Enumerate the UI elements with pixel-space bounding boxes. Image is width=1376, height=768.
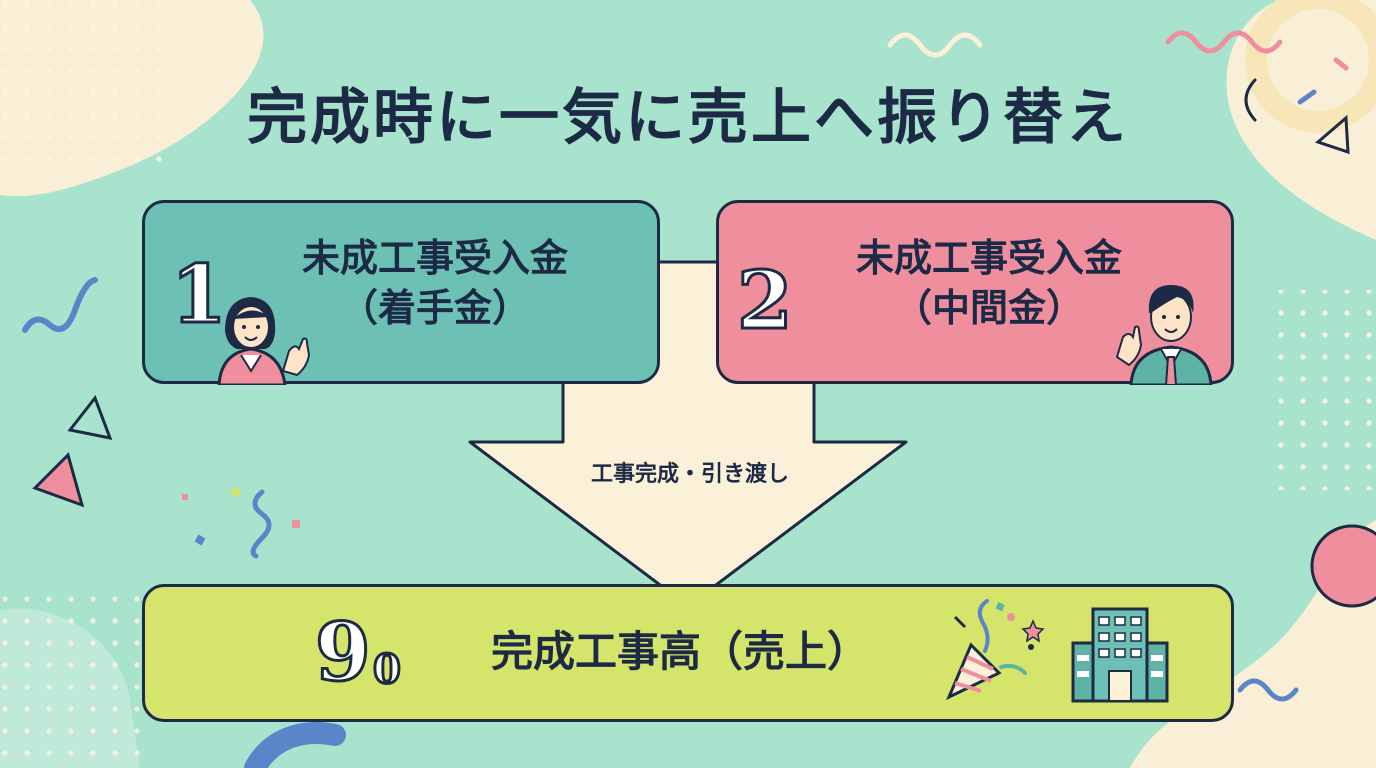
box-advance-payment: 1 未成工事受入金 （着手金） [142,200,660,385]
step-number-9: 9 [314,605,373,699]
box-1-sublabel: （着手金） [339,286,530,330]
box-2-sublabel: （中間金） [893,286,1084,330]
diagram-title: 完成時に一気に売上へ振り替え [247,83,1129,153]
box-progress-payment: 2 未成工事受入金 （中間金） [716,200,1234,385]
box-1-label-group: 未成工事受入金 （着手金） [235,233,635,333]
box-1-label: 未成工事受入金 [301,236,568,280]
step-number-suffix: 0 [372,645,403,695]
woman-waving-icon [217,297,311,385]
step-number-1: 1 [170,247,229,341]
box-2-label-group: 未成工事受入金 （中間金） [789,233,1189,333]
party-popper-icon [946,599,1045,701]
box-2-label: 未成工事受入金 [855,236,1122,280]
result-label: 完成工事高（売上） [490,627,869,676]
man-waving-icon [1115,285,1213,385]
box-completed-construction-sales: 9 0 [142,584,1234,722]
arrow-label: 工事完成・引き渡し [590,462,789,487]
office-building-icon [1071,607,1169,703]
step-number-2: 2 [736,253,795,347]
